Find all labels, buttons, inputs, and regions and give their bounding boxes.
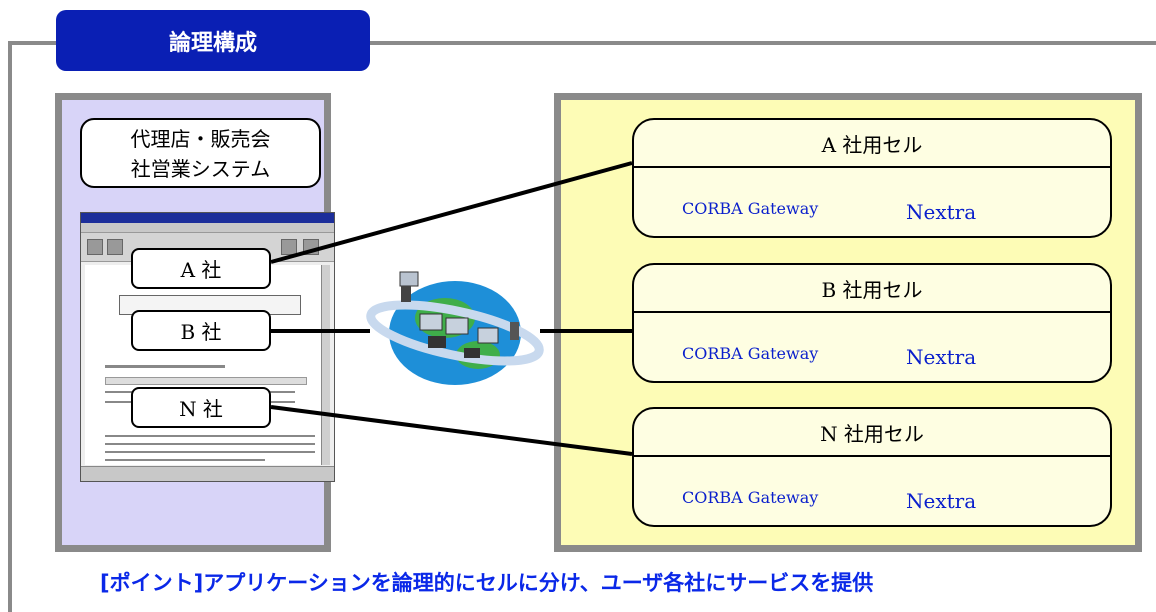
cell-product-label: Nextra — [906, 200, 977, 224]
browser-menubar — [81, 223, 334, 233]
network-globe-icon — [366, 271, 544, 385]
cell-gateway-label: CORBA Gateway — [682, 199, 819, 218]
browser-titlebar — [81, 213, 334, 223]
cell-title: A 社用セル — [634, 120, 1110, 168]
cell-a: A 社用セル CORBA Gateway Nextra — [632, 118, 1112, 238]
cell-b: B 社用セル CORBA Gateway Nextra — [632, 263, 1112, 383]
connector-n — [270, 405, 633, 456]
system-label: 代理店・販売会 社営業システム — [80, 118, 321, 188]
cell-title: N 社用セル — [634, 409, 1110, 457]
cell-gateway-label: CORBA Gateway — [682, 488, 819, 507]
text-line — [105, 365, 225, 368]
browser-statusbar — [81, 466, 334, 481]
text-line — [105, 435, 315, 437]
company-box-b: B 社 — [131, 310, 271, 351]
diagram-title: 論理構成 — [56, 10, 370, 71]
text-line — [105, 443, 315, 445]
diagram-frame — [8, 41, 1156, 612]
browser-scrollbar — [321, 265, 330, 465]
toolbar-icon — [87, 239, 103, 255]
cell-product-label: Nextra — [906, 345, 977, 369]
point-caption: [ポイント]アプリケーションを論理的にセルに分け、ユーザ各社にサービスを提供 — [100, 571, 874, 595]
cell-product-label: Nextra — [906, 489, 977, 513]
cell-n: N 社用セル CORBA Gateway Nextra — [632, 407, 1112, 527]
system-label-line2: 社営業システム — [130, 157, 271, 181]
cell-gateway-label: CORBA Gateway — [682, 344, 819, 363]
cell-title: B 社用セル — [634, 265, 1110, 313]
company-box-a: A 社 — [131, 248, 271, 289]
system-label-line1: 代理店・販売会 — [130, 127, 271, 151]
text-line — [105, 451, 315, 453]
text-line — [105, 459, 265, 461]
connector-a — [270, 161, 633, 264]
company-box-n: N 社 — [131, 387, 271, 428]
search-field — [105, 377, 307, 385]
toolbar-icon — [281, 239, 297, 255]
toolbar-icon — [107, 239, 123, 255]
